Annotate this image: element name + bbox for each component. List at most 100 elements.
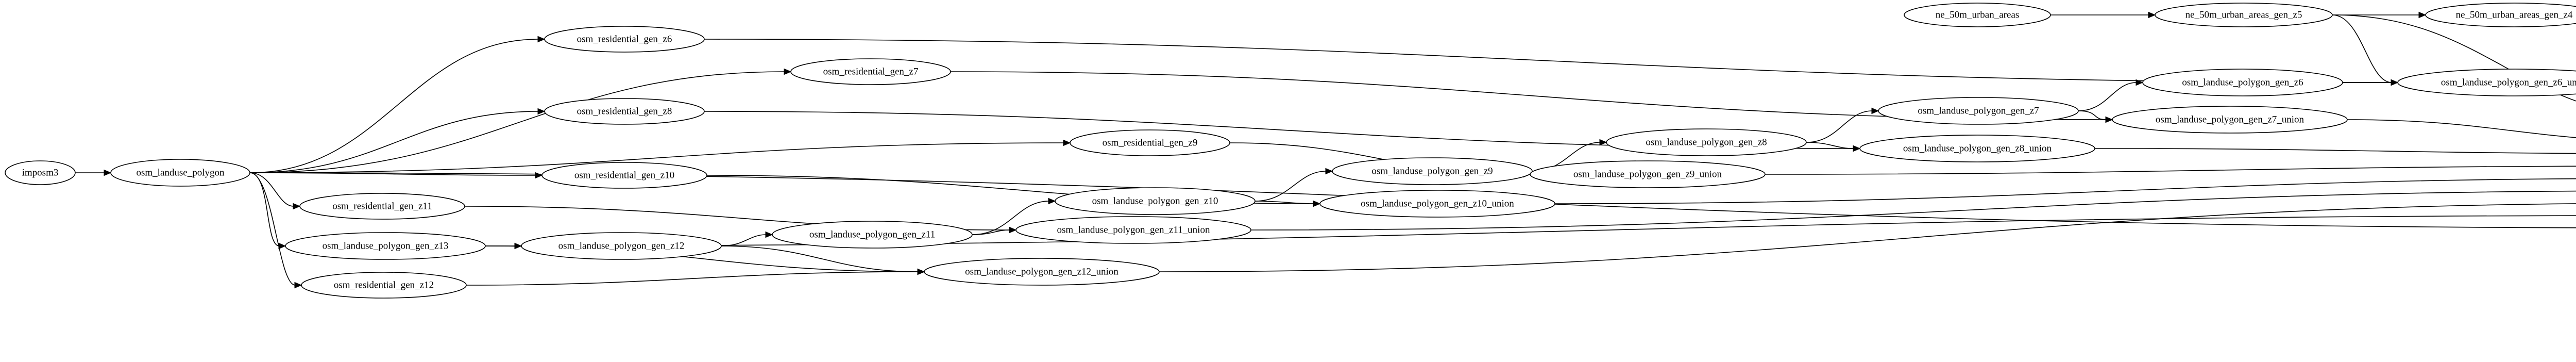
node-label: osm_residential_gen_z7 — [823, 67, 919, 77]
graph-edge — [249, 68, 792, 173]
graph-edge — [2332, 14, 2399, 86]
graph-edge — [2078, 79, 2144, 111]
node-label: osm_landuse_polygon_gen_z6_union — [2441, 77, 2576, 88]
graph-node[interactable]: osm_residential_gen_z12 — [301, 272, 467, 299]
graph-edge — [1554, 178, 2576, 204]
node-label: osm_landuse_polygon_gen_z12 — [558, 241, 685, 252]
graph-edge — [721, 231, 773, 246]
node-ellipse — [2397, 69, 2576, 96]
node-label: ne_50m_urban_areas_gen_z4 — [2456, 10, 2573, 21]
graph-node[interactable]: osm_landuse_polygon_gen_z7_union — [2112, 106, 2348, 134]
node-ellipse — [521, 232, 722, 260]
node-ellipse — [1055, 187, 1256, 215]
graph-node[interactable]: osm_residential_gen_z11 — [299, 193, 465, 220]
graph-node[interactable]: osm_landuse_polygon_gen_z9 — [1332, 157, 1533, 185]
graph-node[interactable]: osm_landuse_polygon_gen_z8 — [1606, 128, 1807, 156]
node-ellipse — [541, 162, 707, 189]
graph-edge — [249, 172, 302, 289]
node-label: osm_residential_gen_z12 — [334, 280, 434, 291]
graph-edge — [721, 245, 925, 275]
graph-node[interactable]: osm_landuse_polygon_gen_z11_union — [1015, 216, 1251, 244]
graph-node[interactable]: osm_landuse_polygon_gen_z9_union — [1530, 160, 1766, 188]
nodes-layer: imposm3 osm_landuse_polygon osm_residentia… — [5, 3, 2576, 299]
node-ellipse — [924, 258, 1160, 286]
node-label: osm_landuse_polygon_gen_z12_union — [965, 267, 1118, 277]
node-label: ne_50m_urban_areas — [1936, 10, 2020, 21]
graph-edge — [466, 268, 925, 286]
graph-edge — [1255, 168, 1333, 202]
graph-node[interactable]: osm_landuse_polygon_gen_z6_union — [2397, 69, 2576, 96]
node-ellipse — [772, 221, 973, 249]
node-label: osm_landuse_polygon_gen_z11_union — [1057, 225, 1210, 236]
graph-node[interactable]: osm_landuse_polygon_gen_z6 — [2142, 69, 2343, 96]
graph-node[interactable]: osm_landuse_polygon_gen_z10 — [1055, 187, 1256, 215]
graph-edge — [1806, 142, 1861, 152]
node-ellipse — [1319, 190, 1555, 218]
node-ellipse — [110, 159, 250, 187]
graph-node[interactable]: osm_landuse_polygon_gen_z13 — [285, 232, 486, 260]
node-label: osm_landuse_polygon_gen_z7 — [1918, 106, 2039, 117]
node-ellipse — [5, 160, 76, 185]
graph-edge — [2094, 148, 2576, 154]
node-ellipse — [1606, 128, 1807, 156]
node-ellipse — [2142, 69, 2343, 96]
node-label: osm_landuse_polygon_gen_z6 — [2182, 77, 2303, 88]
node-ellipse — [1904, 3, 2051, 27]
graph-node[interactable]: ne_50m_urban_areas_gen_z5 — [2155, 3, 2333, 27]
node-label: ne_50m_urban_areas_gen_z5 — [2185, 10, 2302, 21]
graph-edge — [1806, 107, 1879, 143]
graph-edge — [1250, 190, 2576, 231]
graph-node[interactable]: osm_landuse_polygon_gen_z11 — [772, 221, 973, 249]
graph-edge — [249, 139, 1071, 173]
node-ellipse — [2425, 3, 2576, 27]
node-ellipse — [285, 232, 486, 260]
graph-node[interactable]: ne_50m_urban_areas_gen_z4 — [2425, 3, 2576, 27]
node-label: osm_landuse_polygon_gen_z8_union — [1903, 143, 2052, 154]
graph-node[interactable]: osm_residential_gen_z8 — [544, 98, 705, 125]
node-label: osm_landuse_polygon_gen_z8 — [1646, 137, 1767, 148]
graph-edge — [2347, 119, 2576, 138]
graph-node[interactable]: osm_residential_gen_z9 — [1070, 129, 1230, 156]
node-label: osm_landuse_polygon_gen_z11 — [809, 229, 935, 240]
graph-edge — [1255, 200, 1321, 207]
node-ellipse — [1530, 160, 1766, 188]
node-label: osm_landuse_polygon_gen_z9_union — [1573, 169, 1722, 180]
node-label: osm_residential_gen_z10 — [574, 170, 674, 181]
node-ellipse — [790, 58, 951, 85]
node-label: osm_residential_gen_z11 — [332, 201, 432, 212]
node-label: osm_residential_gen_z9 — [1103, 138, 1198, 149]
graph-node[interactable]: osm_residential_gen_z10 — [541, 162, 707, 189]
graph-node[interactable]: osm_landuse_polygon — [110, 159, 250, 187]
graph-node[interactable]: imposm3 — [5, 160, 76, 185]
graph-node[interactable]: osm_landuse_polygon_gen_z7 — [1878, 97, 2079, 125]
node-label: osm_landuse_polygon_gen_z10_union — [1361, 199, 1514, 209]
node-label: osm_residential_gen_z8 — [577, 106, 672, 117]
node-ellipse — [2155, 3, 2333, 27]
graph-edge — [1159, 203, 2576, 272]
graph-edge — [704, 39, 2399, 86]
graph-edge — [972, 226, 1017, 235]
graph-edge — [1765, 166, 2576, 175]
node-ellipse — [1015, 216, 1251, 244]
node-ellipse — [1070, 129, 1230, 156]
edges-layer — [75, 11, 2576, 289]
node-ellipse — [299, 193, 465, 220]
graph-node[interactable]: osm_landuse_polygon_gen_z8_union — [1859, 135, 2095, 162]
node-label: osm_landuse_polygon_gen_z10 — [1092, 196, 1218, 207]
graph-node[interactable]: osm_residential_gen_z7 — [790, 58, 951, 85]
graph-node[interactable]: osm_landuse_polygon_gen_z10_union — [1319, 190, 1555, 218]
node-ellipse — [544, 98, 705, 125]
graph-edge — [2078, 110, 2113, 123]
graph-edge — [249, 172, 301, 210]
graph-edge — [249, 172, 286, 250]
graph-node[interactable]: ne_50m_urban_areas — [1904, 3, 2051, 27]
graph-edge — [249, 108, 546, 173]
graph-node[interactable]: osm_landuse_polygon_gen_z12 — [521, 232, 722, 260]
node-label: osm_residential_gen_z6 — [577, 34, 672, 45]
node-label: osm_landuse_polygon_gen_z7_union — [2156, 114, 2304, 125]
graph-node[interactable]: osm_landuse_polygon_gen_z12_union — [924, 258, 1160, 286]
node-ellipse — [1859, 135, 2095, 162]
graph-edge — [2332, 14, 2576, 102]
graph-node[interactable]: osm_residential_gen_z6 — [544, 26, 705, 53]
